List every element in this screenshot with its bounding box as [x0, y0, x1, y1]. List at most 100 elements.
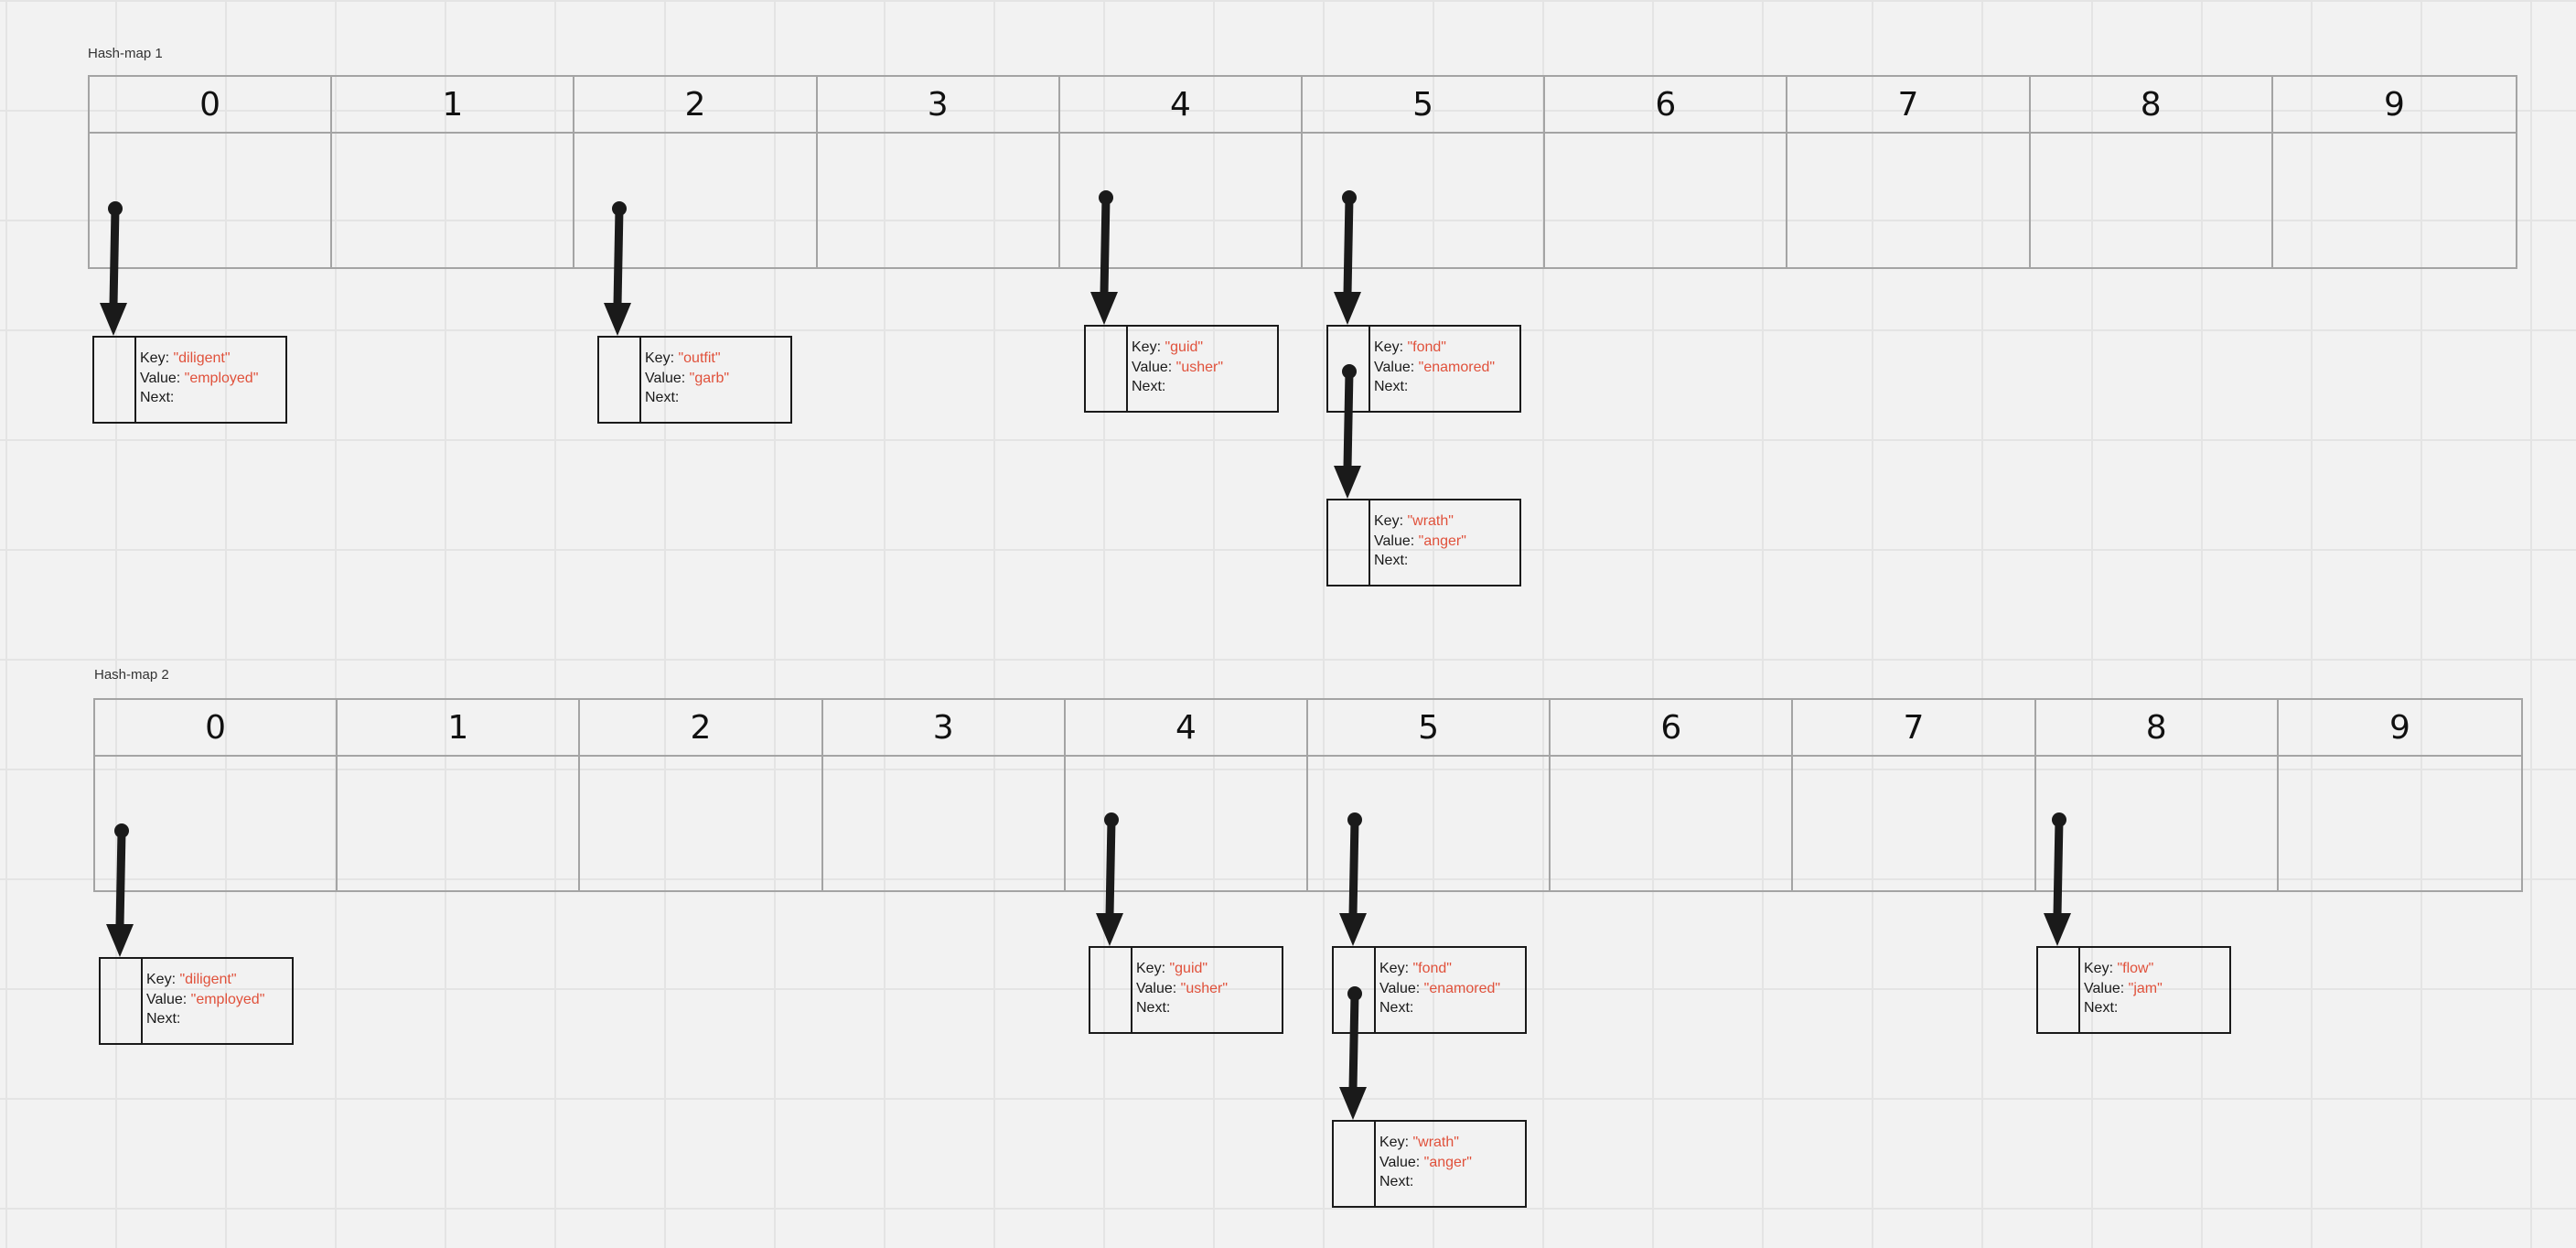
node-pointer-cell: [599, 338, 641, 422]
next-label: Next:: [1379, 1174, 1414, 1189]
bucket-index: 6: [1551, 700, 1794, 757]
pointer-arrow: [100, 201, 127, 336]
bucket-index: 7: [1787, 77, 2031, 134]
node-pointer-cell: [2038, 948, 2080, 1032]
node-key: "diligent": [179, 972, 237, 987]
node-value: "usher": [1180, 980, 1229, 996]
bucket-slot: [1787, 134, 2031, 267]
next-label: Next:: [1374, 379, 1409, 394]
linked-list-node: Key: "guid" Value: "usher" Next:: [1084, 325, 1279, 413]
pointer-arrow: [1339, 812, 1367, 946]
key-label: Key:: [1132, 339, 1162, 355]
linked-list-node: Key: "fond" Value: "enamored" Next:: [1332, 946, 1527, 1034]
linked-list-node: Key: "wrath" Value: "anger" Next:: [1332, 1120, 1527, 1208]
next-label: Next:: [2084, 1000, 2119, 1016]
bucket-index: 5: [1308, 700, 1551, 757]
node-value: "usher": [1175, 359, 1224, 375]
bucket-index: 8: [2035, 700, 2279, 757]
linked-list-node: Key: "outfit" Value: "garb" Next:: [597, 336, 792, 424]
pointer-arrow: [1334, 364, 1361, 499]
pointer-arrow: [1090, 190, 1118, 325]
node-key: "fond": [1407, 339, 1446, 355]
bucket-slot: [338, 757, 581, 890]
bucket-slot: [90, 134, 333, 267]
next-label: Next:: [146, 1011, 181, 1027]
value-label: Value:: [645, 370, 686, 386]
linked-list-node: Key: "diligent" Value: "employed" Next:: [99, 957, 294, 1045]
node-pointer-cell: [1090, 948, 1132, 1032]
bucket-index: 3: [822, 700, 1066, 757]
next-label: Next:: [1132, 379, 1166, 394]
node-pointer-cell: [1086, 327, 1128, 411]
pointer-arrow: [2044, 812, 2071, 946]
node-pointer-cell: [1328, 500, 1370, 585]
linked-list-node: Key: "flow" Value: "jam" Next:: [2036, 946, 2231, 1034]
bucket-index: 9: [2278, 700, 2521, 757]
node-key: "flow": [2117, 961, 2154, 976]
bucket-slot: [1308, 757, 1551, 890]
node-value: "employed": [184, 370, 259, 386]
bucket-index: 6: [1545, 77, 1788, 134]
node-key: "diligent": [173, 350, 231, 366]
node-value: "anger": [1418, 533, 1466, 549]
key-label: Key:: [1379, 1135, 1410, 1150]
hash-table: 0 1 2 3 4 5 6 7 8 9: [93, 698, 2523, 892]
pointer-arrow: [1334, 190, 1361, 325]
bucket-index: 7: [1793, 700, 2036, 757]
value-label: Value:: [1374, 533, 1415, 549]
node-key: "wrath": [1412, 1135, 1459, 1150]
bucket-index: 4: [1065, 700, 1308, 757]
node-key: "wrath": [1407, 513, 1454, 529]
value-label: Value:: [146, 991, 188, 1007]
linked-list-node: Key: "fond" Value: "enamored" Next:: [1326, 325, 1521, 413]
next-label: Next:: [140, 390, 175, 405]
key-label: Key:: [1136, 961, 1166, 976]
next-label: Next:: [645, 390, 680, 405]
key-label: Key:: [2084, 961, 2114, 976]
bucket-slot: [1060, 134, 1303, 267]
key-label: Key:: [1374, 513, 1404, 529]
key-label: Key:: [1379, 961, 1410, 976]
bucket-slot: [1303, 134, 1546, 267]
bucket-slot: [823, 757, 1066, 890]
hash-table: 0 1 2 3 4 5 6 7 8 9: [88, 75, 2517, 269]
key-label: Key:: [140, 350, 170, 366]
bucket-index: 2: [580, 700, 823, 757]
bucket-index: 0: [90, 77, 333, 134]
bucket-index: 3: [817, 77, 1060, 134]
value-label: Value:: [1136, 980, 1177, 996]
node-pointer-cell: [1334, 1122, 1376, 1206]
pointer-arrow: [106, 823, 134, 957]
bucket-index: 4: [1059, 77, 1303, 134]
bucket-slot: [1793, 757, 2036, 890]
node-pointer-cell: [94, 338, 136, 422]
value-label: Value:: [1379, 980, 1421, 996]
bucket-slot: [1545, 134, 1788, 267]
value-label: Value:: [140, 370, 181, 386]
node-pointer-cell: [101, 959, 143, 1043]
node-value: "garb": [689, 370, 730, 386]
pointer-arrow: [1339, 986, 1367, 1120]
bucket-index: 2: [574, 77, 818, 134]
bucket-slot: [1066, 757, 1308, 890]
map-title: Hash-map 1: [88, 46, 163, 61]
node-value: "anger": [1423, 1154, 1472, 1170]
value-label: Value:: [1374, 359, 1415, 375]
bucket-slot: [580, 757, 823, 890]
bucket-index: 5: [1303, 77, 1546, 134]
node-value: "enamored": [1423, 980, 1501, 996]
key-label: Key:: [645, 350, 675, 366]
value-label: Value:: [1379, 1154, 1421, 1170]
node-value: "employed": [190, 991, 265, 1007]
node-pointer-cell: [1328, 327, 1370, 411]
bucket-slot: [332, 134, 575, 267]
next-label: Next:: [1136, 1000, 1171, 1016]
node-key: "outfit": [678, 350, 721, 366]
node-key: "fond": [1412, 961, 1452, 976]
value-label: Value:: [1132, 359, 1173, 375]
node-pointer-cell: [1334, 948, 1376, 1032]
pointer-arrow: [604, 201, 631, 336]
node-key: "guid": [1169, 961, 1208, 976]
bucket-slot: [818, 134, 1060, 267]
